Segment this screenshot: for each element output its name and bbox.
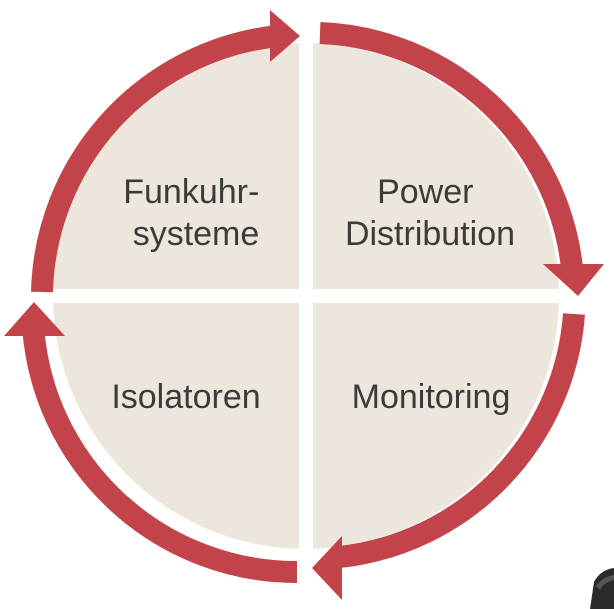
curved-arrow-left-icon [312, 536, 342, 600]
arrow-right-clockwise [319, 22, 583, 270]
label-isolatoren: Isolatoren [111, 378, 260, 416]
curved-arrow-up-icon [4, 302, 65, 336]
quadrant-labels: Funkuhr- systeme Power Distribution Isol… [111, 173, 515, 416]
arrow-bottom-clockwise [338, 313, 585, 568]
label-power-distribution-line-1: Power [377, 173, 473, 211]
quadrant-bottom-right [306, 296, 559, 549]
quadrant-top-right [306, 43, 559, 296]
quadrant-bottom-left [53, 296, 306, 549]
arrow-left-clockwise [22, 325, 298, 584]
corner-device-fragment [590, 568, 614, 609]
label-power-distribution-line-2: Distribution [345, 215, 515, 253]
label-funkuhrsysteme: Funkuhr- systeme [123, 173, 269, 253]
arrow-heads [4, 10, 604, 600]
quadrant-gaps [20, 20, 600, 595]
label-power-distribution: Power Distribution [345, 173, 515, 253]
label-monitoring-line-1: Monitoring [352, 378, 511, 416]
curved-arrow-down-icon [543, 264, 604, 296]
vertical-gap [299, 20, 313, 595]
quadrant-top-left [53, 43, 306, 296]
horizontal-gap [20, 289, 600, 303]
curved-arrow-right-icon [270, 10, 300, 62]
label-isolatoren-line-1: Isolatoren [111, 378, 260, 416]
quadrant-fills [53, 43, 559, 549]
arrow-top-clockwise [31, 25, 280, 293]
label-funkuhrsysteme-line-1: Funkuhr- [123, 173, 259, 211]
label-funkuhrsysteme-line-2: systeme [133, 215, 260, 253]
ring-arrows [22, 22, 585, 584]
label-monitoring: Monitoring [352, 378, 511, 416]
